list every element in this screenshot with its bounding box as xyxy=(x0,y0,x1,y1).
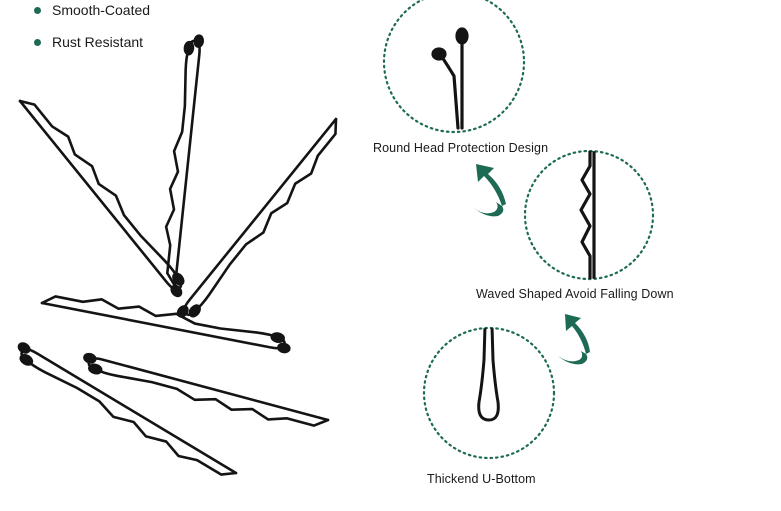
detail-ring xyxy=(422,326,556,460)
caption-u-bottom: Thickend U-Bottom xyxy=(427,472,536,486)
detail-waved-shape xyxy=(523,149,655,281)
caption-waved-shape: Waved Shaped Avoid Falling Down xyxy=(476,287,674,301)
bullet-dot-icon xyxy=(34,38,41,46)
caption-round-head: Round Head Protection Design xyxy=(373,141,549,155)
feature-item: Smooth-Coated xyxy=(34,1,150,19)
curved-arrow-icon xyxy=(558,314,590,365)
curved-arrow-icon xyxy=(474,164,506,217)
hairpin xyxy=(17,90,192,300)
hairpin xyxy=(174,116,349,326)
hairpin xyxy=(158,33,205,288)
feature-label: Rust Resistant xyxy=(52,34,144,50)
detail-round-head xyxy=(382,0,526,134)
bullet-dot-icon xyxy=(34,6,41,14)
feature-label: Smooth-Coated xyxy=(52,2,151,18)
feature-item: Rust Resistant xyxy=(34,33,143,51)
hairpin xyxy=(11,340,239,488)
hairpin xyxy=(40,286,294,355)
hairpin xyxy=(79,351,330,436)
detail-u-bottom xyxy=(422,326,556,460)
detail-ring xyxy=(382,0,526,134)
